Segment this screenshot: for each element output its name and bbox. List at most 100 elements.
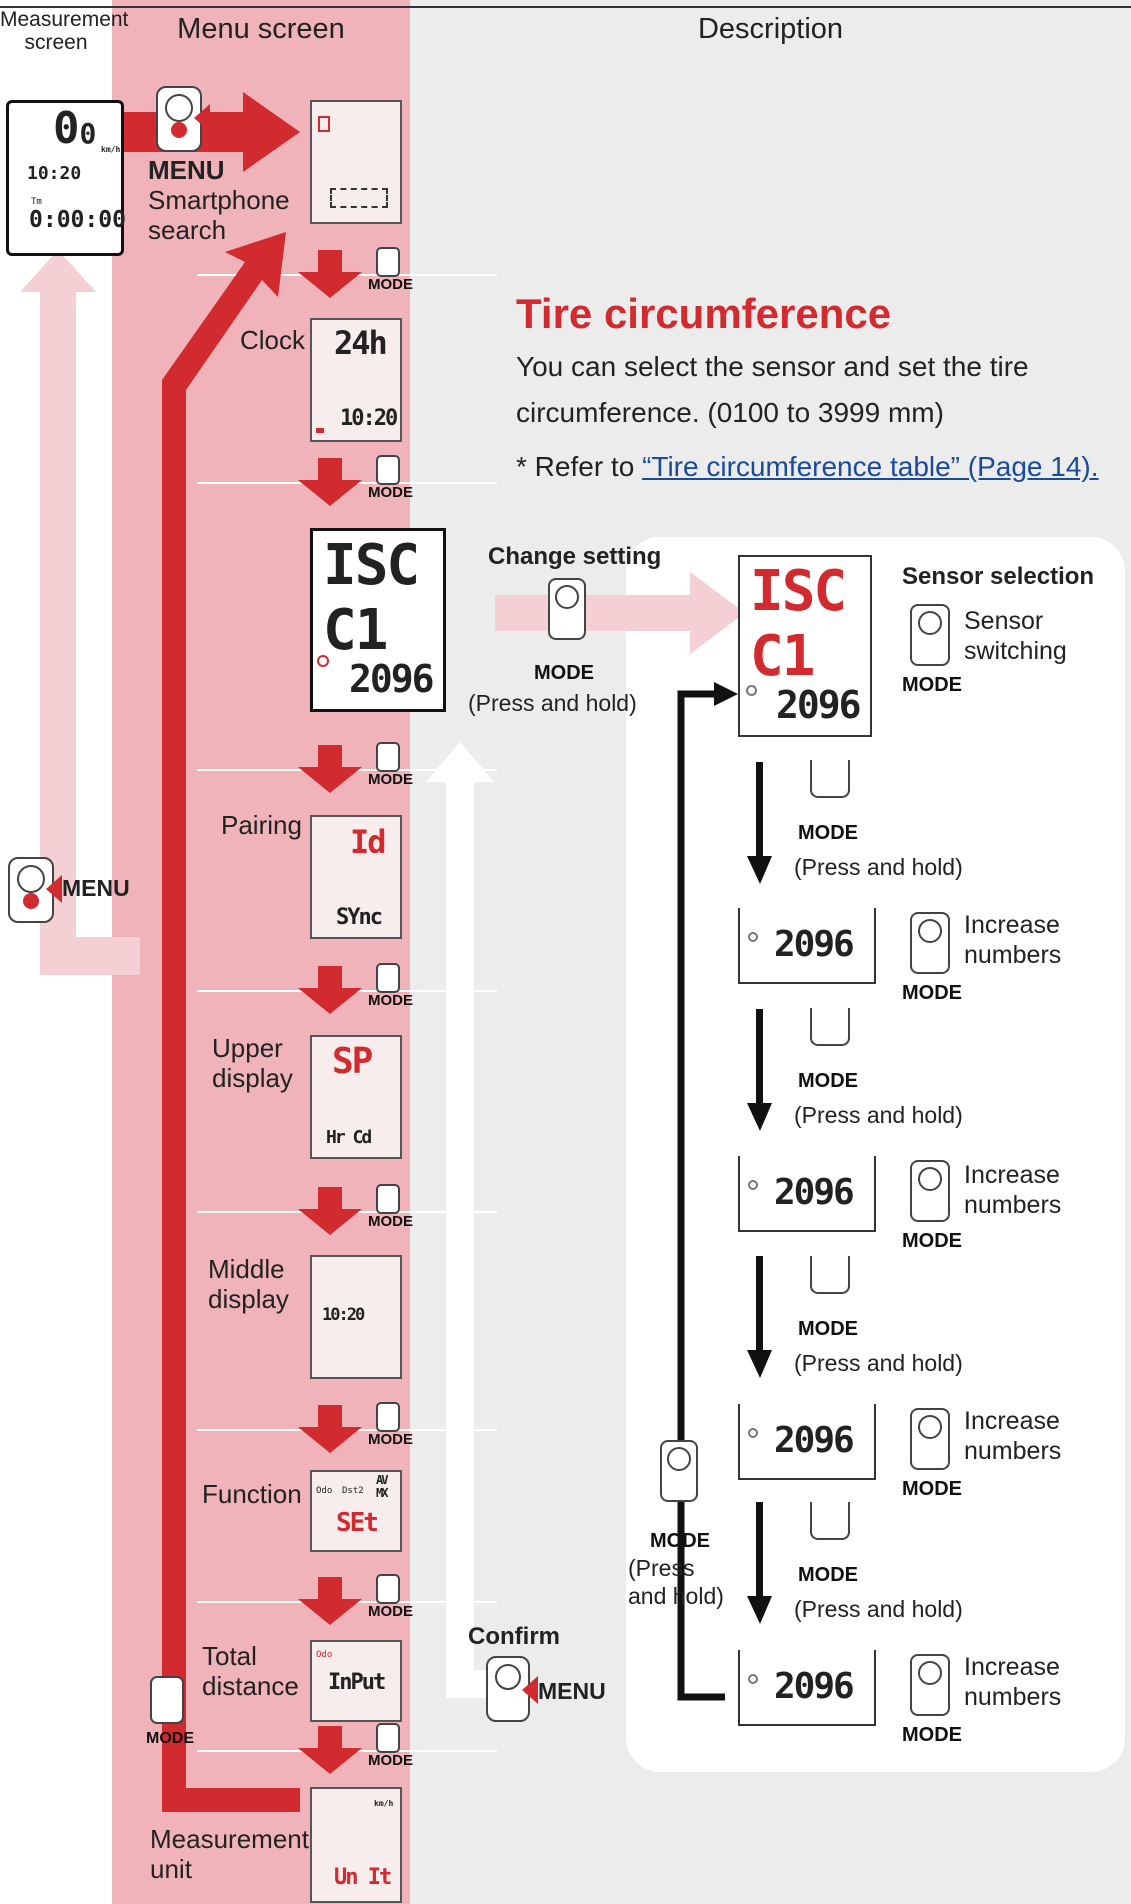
mode-label: MODE xyxy=(368,276,413,293)
red-pointer-icon xyxy=(522,1676,538,1704)
mode-label-loop: MODE xyxy=(146,1730,194,1747)
description-text: You can select the sensor and set the ti… xyxy=(516,351,1029,428)
confirm-label: Confirm xyxy=(468,1623,560,1650)
search-dots xyxy=(330,188,388,208)
increase-mode-label-2: MODE xyxy=(902,1230,962,1252)
sensor-dot xyxy=(748,1674,758,1684)
confirm-menu-label: MENU xyxy=(538,1678,606,1704)
mode-button-increase-1[interactable] xyxy=(910,912,950,974)
menu-label-smartphone: MENU Smartphone search xyxy=(148,155,290,245)
step-mode-device xyxy=(810,1008,850,1046)
increase-label-2: Increase numbers xyxy=(964,1161,1062,1219)
loop-mode-label: MODE xyxy=(650,1530,710,1552)
mode-label: MODE xyxy=(368,1752,413,1769)
menu-label-total-distance: Total distance xyxy=(202,1641,299,1701)
mode-button-device-loop[interactable] xyxy=(150,1676,184,1724)
red-pointer-icon xyxy=(46,875,62,903)
increase-mode-label-4: MODE xyxy=(902,1724,962,1746)
sensor-switching-label: Sensor switching xyxy=(964,607,1067,665)
mode-device-icon xyxy=(376,1574,400,1604)
mode-label: MODE xyxy=(368,484,413,501)
clock-indicator xyxy=(316,428,324,433)
step-mode-label: MODE xyxy=(798,1318,858,1340)
step-hold-label: (Press and hold) xyxy=(794,1350,963,1376)
increase-label-1: Increase numbers xyxy=(964,911,1062,969)
header-description: Description xyxy=(697,12,844,45)
loop-arrow-red xyxy=(162,232,300,1812)
increase-mode-label-1: MODE xyxy=(902,982,962,1004)
step-hold-label: (Press and hold) xyxy=(794,1102,963,1128)
mode-button-change-setting[interactable] xyxy=(548,578,586,640)
tire-table-link[interactable]: “Tire circumference table” (Page 14). xyxy=(642,451,1099,482)
mode-device-icon xyxy=(376,455,400,485)
menu-label-middle-display: Middle display xyxy=(208,1254,289,1314)
sensor-dot xyxy=(748,1428,758,1438)
mode-label: MODE xyxy=(368,1431,413,1448)
confirm-arrow-white xyxy=(426,742,494,1698)
mode-button-increase-2[interactable] xyxy=(910,1160,950,1222)
mode-label: MODE xyxy=(368,992,413,1009)
menu-label-function: Function xyxy=(202,1479,302,1509)
mode-button-loop-desc[interactable] xyxy=(660,1440,698,1502)
phone-icon xyxy=(318,116,330,132)
step-hold-label: (Press and hold) xyxy=(794,1596,963,1622)
header-menu-screen: Menu screen xyxy=(177,12,345,45)
mode-device-icon xyxy=(376,1723,400,1753)
step-mode-device xyxy=(810,1256,850,1294)
sensor-dot xyxy=(746,685,757,696)
menu-label-left: MENU xyxy=(62,875,130,901)
tm-label: Tm xyxy=(31,197,42,207)
step-mode-label: MODE xyxy=(798,822,858,844)
return-arrow-light xyxy=(20,250,140,975)
change-setting-arrow xyxy=(495,572,745,654)
lcd-tire-circumference: ISC C1 2096 xyxy=(310,528,446,712)
mode-device-icon xyxy=(376,1402,400,1432)
lcd-step-2: 2096 xyxy=(738,1156,876,1232)
mode-label: MODE xyxy=(368,1603,413,1620)
speed-unit: km/h xyxy=(101,145,121,154)
lcd-middle-display: 10:20 xyxy=(310,1255,402,1379)
lcd-function: Odo Dst2 AV MX SEt xyxy=(310,1470,402,1552)
loop-hold-label: (Press and hold) xyxy=(628,1555,724,1609)
header-measurement-screen: Measurement screen xyxy=(0,8,129,54)
lcd-step-4: 2096 xyxy=(738,1650,876,1726)
mode-device-icon xyxy=(376,742,400,772)
mode-button-sensor[interactable] xyxy=(910,604,950,666)
menu-column-bg xyxy=(112,0,410,1904)
menu-label-measurement-unit: Measurement unit xyxy=(150,1824,309,1884)
increase-label-4: Increase numbers xyxy=(964,1653,1062,1711)
change-setting-mode-label: MODE xyxy=(534,662,594,684)
red-pointer-icon xyxy=(194,104,210,132)
lcd-sensor-selection: ISC C1 2096 xyxy=(738,555,872,737)
mode-device-icon xyxy=(376,247,400,277)
mode-device-icon xyxy=(376,1184,400,1214)
lcd-measurement-unit: km/h Un It xyxy=(310,1787,402,1903)
lcd-total-distance: Odo InPut xyxy=(310,1640,402,1722)
time-value: 0:00:00 xyxy=(29,207,126,233)
description-title: Tire circumference xyxy=(516,290,892,337)
lcd-smartphone-search xyxy=(310,100,402,224)
step-mode-device xyxy=(810,760,850,798)
mode-label: MODE xyxy=(368,771,413,788)
mode-button-increase-3[interactable] xyxy=(910,1408,950,1470)
clock-value: 10:20 xyxy=(27,163,82,184)
mode-button-increase-4[interactable] xyxy=(910,1654,950,1716)
step-mode-label: MODE xyxy=(798,1564,858,1586)
increase-mode-label-3: MODE xyxy=(902,1478,962,1500)
change-setting-hold-label: (Press and hold) xyxy=(468,690,637,716)
header-rule xyxy=(0,6,1131,8)
speed-value: 00 xyxy=(53,103,97,154)
sensor-dot xyxy=(748,932,758,942)
sensor-selection-title: Sensor selection xyxy=(902,563,1095,590)
menu-label-pairing: Pairing xyxy=(221,810,302,840)
step-hold-label: (Press and hold) xyxy=(794,854,963,880)
lcd-clock: 24h 10:20 xyxy=(310,318,402,442)
step-mode-label: MODE xyxy=(798,1070,858,1092)
menu-button-device-top[interactable] xyxy=(156,86,202,152)
menu-label-upper-display: Upper display xyxy=(212,1033,293,1093)
menu-button-device-left[interactable] xyxy=(8,857,54,923)
description-note: * Refer to “Tire circumference table” (P… xyxy=(516,451,1099,482)
sensor-mode-label: MODE xyxy=(902,674,962,696)
change-setting-label: Change setting xyxy=(488,543,662,570)
step-mode-device xyxy=(810,1502,850,1540)
